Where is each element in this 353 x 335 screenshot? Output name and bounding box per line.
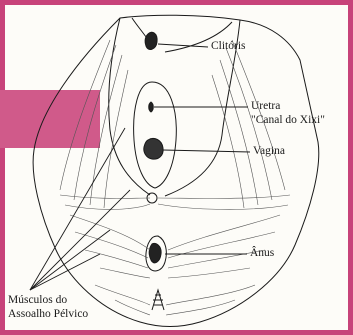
label-clitoris: Clitóris bbox=[211, 40, 246, 53]
left-labial-fold bbox=[109, 18, 150, 195]
label-assoalho-pelvico: Assoalho Pélvico bbox=[8, 308, 88, 321]
label-anus: Ânus bbox=[250, 247, 274, 260]
muscle-fibres bbox=[60, 40, 290, 315]
urethra-opening bbox=[149, 102, 154, 112]
label-vagina: Vagina bbox=[253, 145, 285, 158]
label-canal-do-xixi: "Canal do Xixi" bbox=[251, 114, 325, 127]
vaginal-opening bbox=[144, 138, 163, 159]
leader-lines bbox=[30, 44, 250, 290]
clitoris-shape bbox=[145, 32, 157, 49]
vestibule-outline bbox=[134, 82, 177, 188]
pelvis-outline bbox=[33, 15, 319, 326]
label-musculos: Músculos do bbox=[8, 294, 67, 307]
label-uretra: Uretra bbox=[251, 100, 280, 113]
